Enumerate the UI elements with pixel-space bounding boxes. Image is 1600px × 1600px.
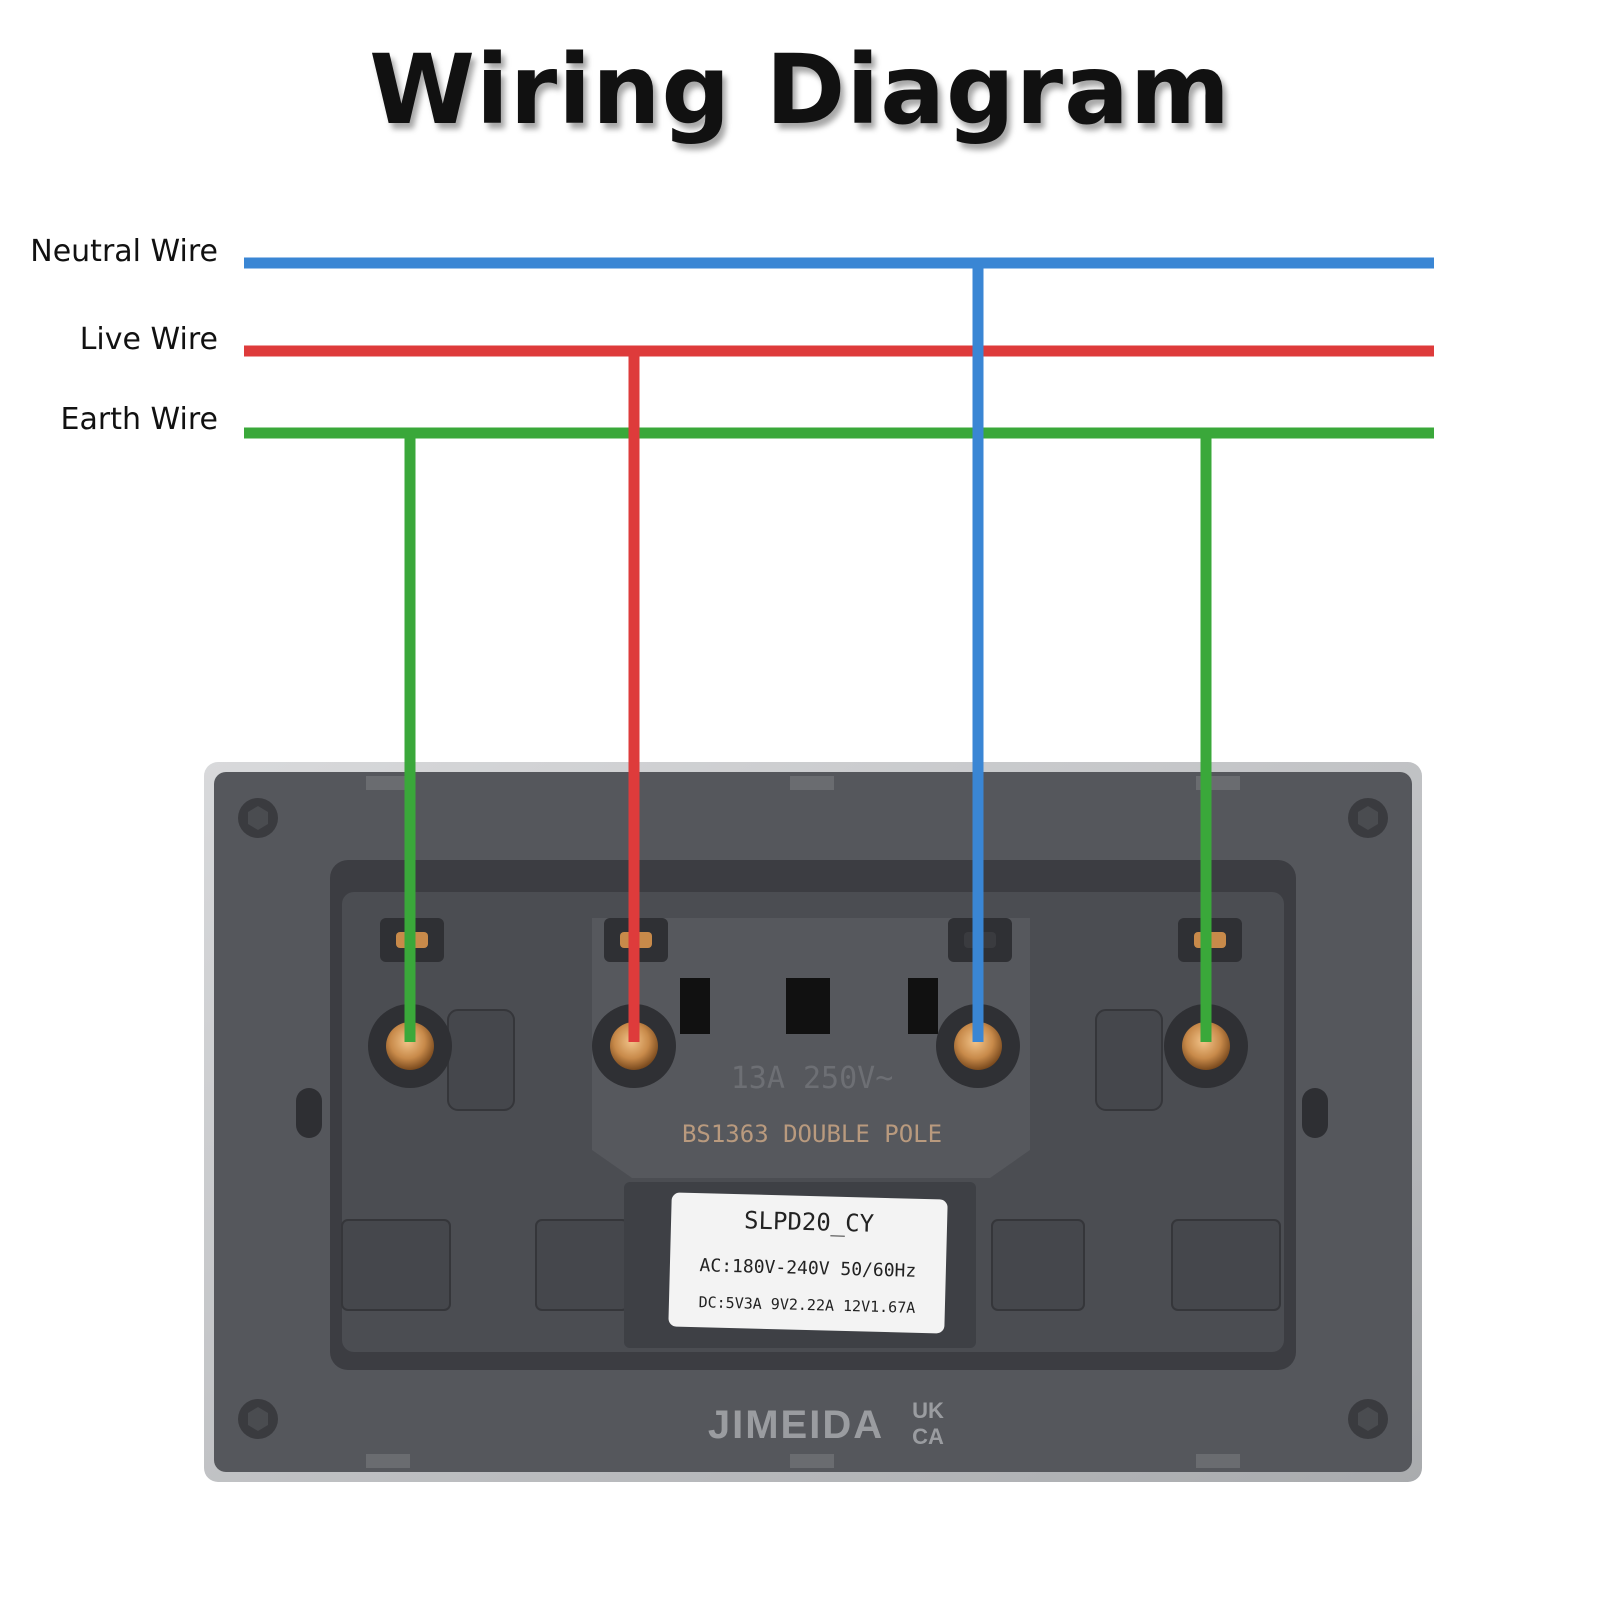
pin-hole-center	[786, 978, 830, 1034]
standard-text: BS1363 DOUBLE POLE	[682, 1120, 942, 1148]
ukca-mark-top: UK	[912, 1398, 944, 1423]
label-model: SLPD20_CY	[744, 1206, 875, 1237]
ukca-mark-bottom: CA	[912, 1424, 944, 1449]
terminal-hole-earth-right	[1164, 1004, 1248, 1088]
terminal-hole-neutral	[936, 1004, 1020, 1088]
corner-screw-top-left	[238, 798, 278, 838]
corner-screw-top-right	[1348, 798, 1388, 838]
brand-logo: JIMEIDA	[708, 1403, 884, 1447]
neutral-wire-label: Neutral Wire	[30, 234, 218, 269]
live-wire-label: Live Wire	[79, 322, 218, 357]
diagram-title: Wiring Diagram	[369, 34, 1231, 146]
mounting-slot-left	[296, 1088, 322, 1138]
corner-screw-bottom-right	[1348, 1399, 1388, 1439]
rating-text: 13A 250V~	[731, 1061, 894, 1096]
mounting-slot-right	[1302, 1088, 1328, 1138]
earth-wire-label: Earth Wire	[60, 402, 218, 437]
terminal-hole-earth-left	[368, 1004, 452, 1088]
switch-blocks	[341, 1009, 1281, 1311]
pin-hole-right	[908, 978, 938, 1034]
label-dc: DC:5V3A 9V2.22A 12V1.67A	[698, 1293, 915, 1317]
terminal-hole-live	[592, 1004, 676, 1088]
corner-screw-bottom-left	[238, 1399, 278, 1439]
pin-hole-left	[680, 978, 710, 1034]
product-label: SLPD20_CY AC:180V-240V 50/60Hz DC:5V3A 9…	[668, 1192, 948, 1334]
